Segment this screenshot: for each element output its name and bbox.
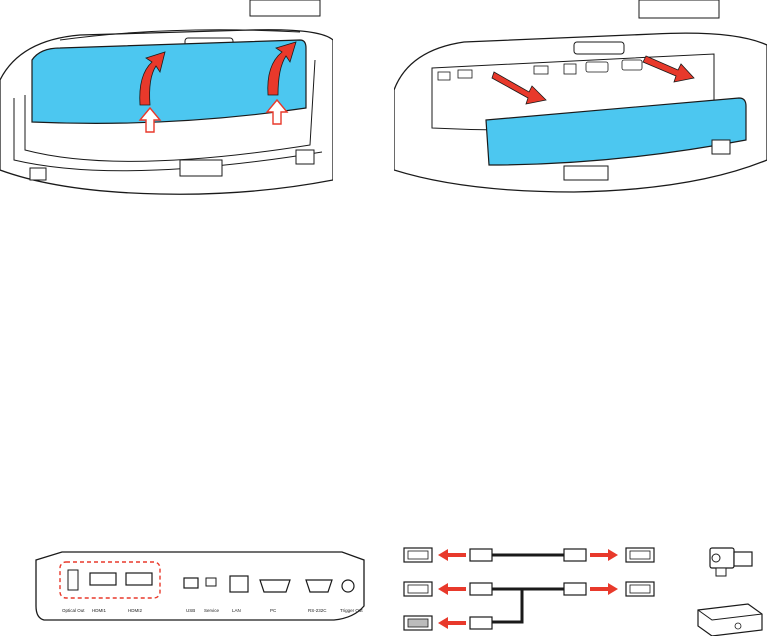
rear-port-panel: Optical Out HDMI1 HDMI2 USB Service LAN …	[34, 540, 367, 630]
remove-arrow-icon	[642, 55, 695, 83]
arrow-left-icon	[438, 617, 466, 629]
port-panel-outline	[35, 551, 365, 621]
port	[457, 69, 473, 79]
projector-inner-recess	[24, 59, 316, 162]
service-port	[205, 577, 217, 587]
hdmi-plug-icon	[469, 548, 493, 562]
arrow-right-icon	[590, 549, 618, 561]
port-label-optical-out: Optical Out	[62, 608, 85, 613]
remove-arrow-icon	[491, 71, 547, 105]
arrow-right-icon	[590, 583, 618, 595]
port	[437, 71, 451, 81]
port	[533, 65, 549, 75]
projector-foot	[563, 165, 609, 181]
projector-foot-left	[29, 167, 47, 181]
hdmi-plug-icon	[563, 582, 587, 596]
hdmi-port-inner	[629, 584, 651, 594]
hdmi-connection-drawing	[403, 547, 763, 637]
projector-foot	[179, 159, 223, 177]
projector-top-vent	[249, 0, 321, 17]
camcorder-icon	[709, 547, 753, 577]
optical-out-port	[67, 569, 79, 591]
lift-arrow-icon	[139, 51, 166, 106]
hdmi-plug-icon	[469, 582, 493, 596]
port-label-rs232c: RS-232C	[308, 608, 327, 613]
rear-port-panel-drawing: Optical Out HDMI1 HDMI2 USB Service LAN …	[35, 551, 365, 621]
usb-port	[183, 577, 199, 589]
hdmi-highlight	[59, 561, 161, 599]
projector-top-ridge	[59, 29, 301, 41]
lift-arrow-icon	[267, 41, 297, 96]
hdmi-connection-diagram	[398, 540, 767, 637]
port-label-hdmi2: HDMI2	[128, 608, 142, 613]
av-receiver-icon	[697, 603, 763, 637]
port	[585, 61, 609, 73]
push-up-arrow-icon	[138, 106, 162, 133]
port-label-pc: PC	[270, 608, 277, 613]
illustration-cover-remove	[393, 0, 767, 196]
port	[563, 63, 577, 75]
port-label-lan: LAN	[232, 608, 241, 613]
push-up-arrow-icon	[265, 98, 289, 125]
trigger-out-port	[341, 579, 355, 593]
pc-port	[259, 579, 291, 593]
projector-cover-remove-drawing	[393, 0, 767, 193]
projector-top-tab	[573, 41, 625, 55]
projector-inner-recess-2	[13, 98, 323, 172]
projector-foot-right	[711, 139, 731, 155]
hdmi-port-inner	[407, 584, 429, 594]
rs232c-port	[305, 579, 333, 593]
arrow-left-icon	[438, 549, 466, 561]
arrow-left-icon	[438, 583, 466, 595]
hdmi-port-inner	[407, 618, 429, 628]
port-label-hdmi1: HDMI1	[92, 608, 106, 613]
hdmi-plug-icon	[563, 548, 587, 562]
hdmi1-port	[89, 572, 117, 586]
illustration-cover-lift	[0, 0, 334, 196]
hdmi-port-inner	[629, 550, 651, 560]
port	[621, 59, 643, 71]
port-label-service: Service	[204, 608, 220, 613]
port-label-trigger-out: Trigger Out	[340, 608, 363, 613]
projector-top-vent	[638, 0, 720, 19]
cable-cover	[31, 39, 307, 124]
lan-port	[229, 575, 249, 593]
hdmi2-port	[125, 572, 153, 586]
projector-cover-lift-drawing	[0, 0, 334, 195]
projector-foot-right	[295, 149, 315, 165]
port-label-usb: USB	[186, 608, 195, 613]
hdmi-cable-branch	[492, 589, 524, 624]
cable-cover	[485, 97, 747, 166]
hdmi-port-inner	[407, 550, 429, 560]
hdmi-plug-icon	[469, 616, 493, 630]
